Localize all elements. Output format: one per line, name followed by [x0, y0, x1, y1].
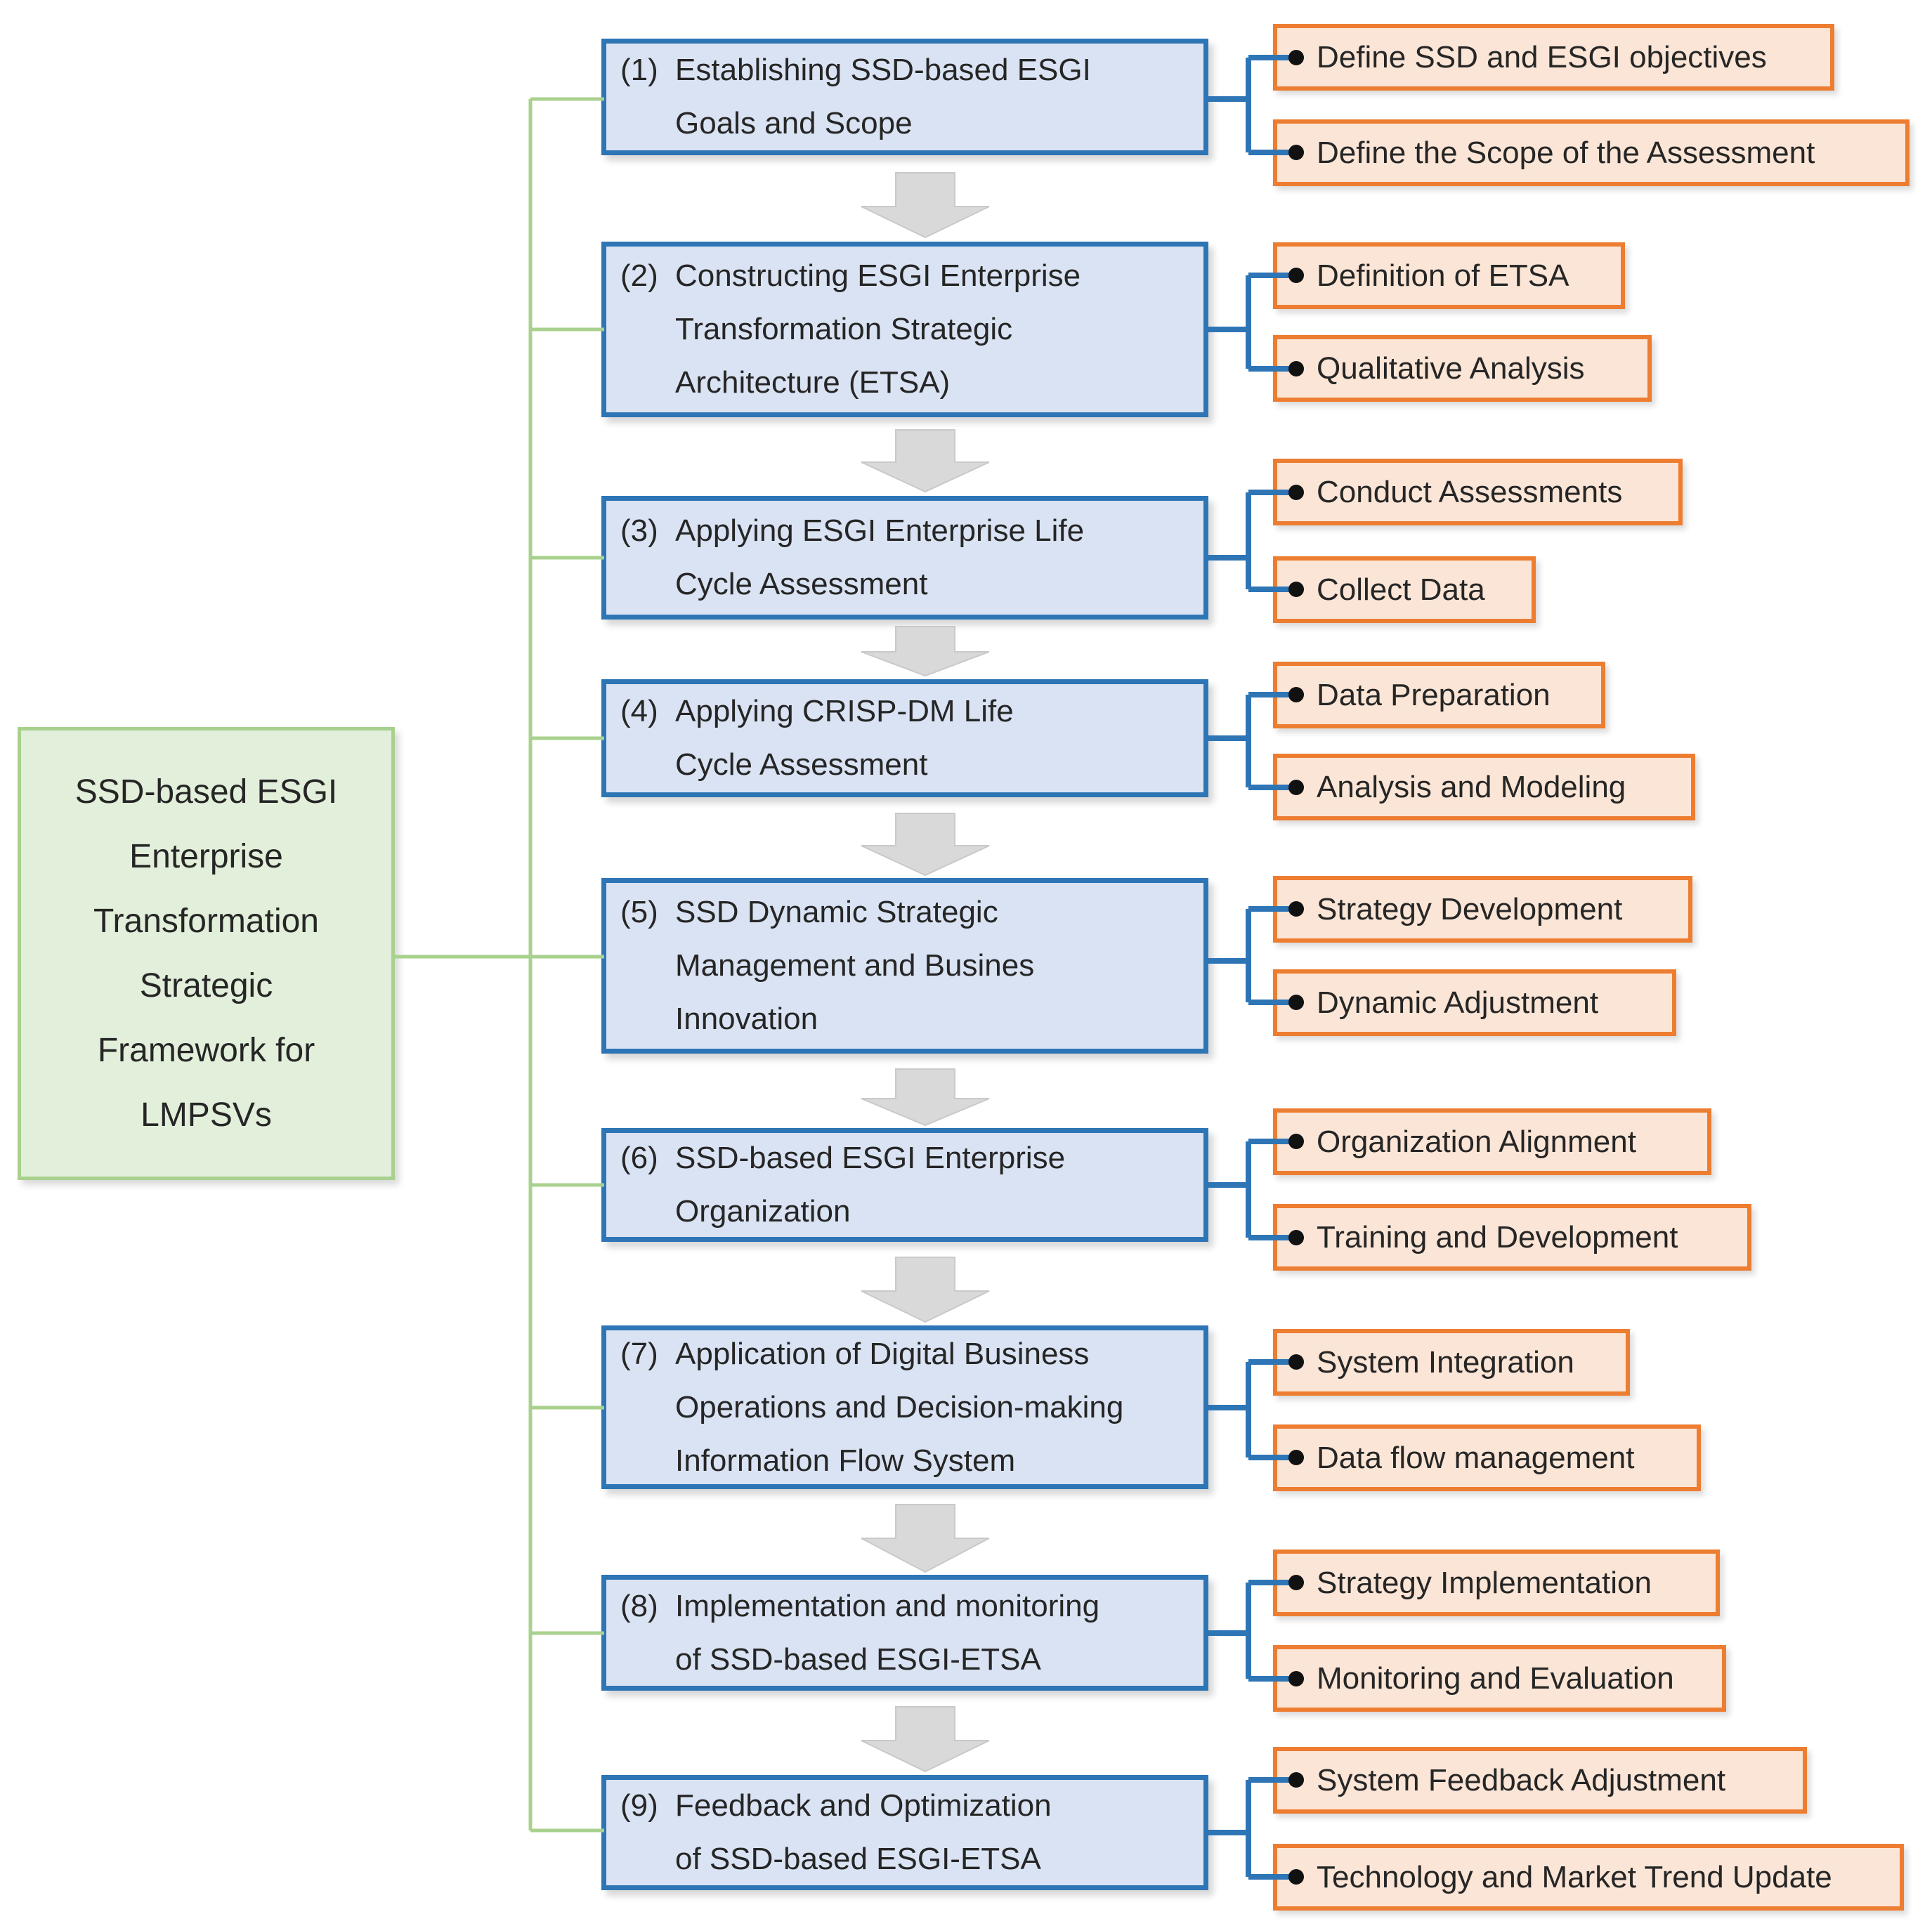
substep-box-4a: Data Preparation — [1273, 662, 1605, 728]
substep-label: Dynamic Adjustment — [1317, 985, 1599, 1020]
substep-box-9b: Technology and Market Trend Update — [1273, 1844, 1904, 1911]
step-box-5: (5) SSD Dynamic Strategic Management and… — [601, 878, 1208, 1054]
root-framework-box: SSD-based ESGI Enterprise Transformation… — [18, 727, 395, 1180]
step-number: (4) — [620, 694, 658, 728]
step-number: (6) — [620, 1141, 658, 1175]
substep-box-7a: System Integration — [1273, 1329, 1630, 1396]
substep-box-1a: Define SSD and ESGI objectives — [1273, 24, 1834, 91]
step-box-2: (2) Constructing ESGI Enterprise Transfo… — [601, 242, 1208, 417]
substep-label: Qualitative Analysis — [1317, 351, 1585, 386]
substep-label: System Feedback Adjustment — [1317, 1762, 1726, 1797]
step-label: Feedback and Optimization of SSD-based E… — [675, 1788, 1052, 1876]
step-label: SSD Dynamic Strategic Management and Bus… — [675, 895, 1035, 1036]
step-box-1: (1) Establishing SSD-based ESGI Goals an… — [601, 39, 1208, 155]
step-number: (2) — [620, 258, 658, 293]
step-number: (9) — [620, 1788, 658, 1823]
substep-box-6b: Training and Development — [1273, 1204, 1751, 1271]
down-arrow-icon — [861, 1068, 990, 1127]
substep-label: Monitoring and Evaluation — [1317, 1660, 1674, 1696]
substep-box-2a: Definition of ETSA — [1273, 242, 1625, 309]
substep-label: Technology and Market Trend Update — [1317, 1859, 1832, 1894]
substep-box-5a: Strategy Development — [1273, 876, 1692, 943]
step-box-3: (3) Applying ESGI Enterprise Life Cycle … — [601, 496, 1208, 620]
step-label: Application of Digital Business Operatio… — [675, 1336, 1124, 1478]
substep-label: Define SSD and ESGI objectives — [1317, 39, 1767, 74]
down-arrow-icon — [861, 1257, 990, 1323]
step-box-8: (8) Implementation and monitoring of SSD… — [601, 1575, 1208, 1691]
substep-label: Conduct Assessments — [1317, 474, 1623, 509]
down-arrow-icon — [861, 813, 990, 877]
step-number: (7) — [620, 1336, 658, 1371]
step-box-9: (9) Feedback and Optimization of SSD-bas… — [601, 1775, 1208, 1890]
step-box-7: (7) Application of Digital Business Oper… — [601, 1325, 1208, 1489]
substep-box-9a: System Feedback Adjustment — [1273, 1747, 1807, 1814]
substep-label: Organization Alignment — [1317, 1124, 1636, 1159]
down-arrow-icon — [861, 172, 990, 239]
step-label: Implementation and monitoring of SSD-bas… — [675, 1588, 1100, 1677]
step-number: (1) — [620, 53, 658, 87]
down-arrow-icon — [861, 1706, 990, 1773]
substep-label: Training and Development — [1317, 1219, 1678, 1254]
step-number: (8) — [620, 1588, 658, 1623]
substep-label: Data flow management — [1317, 1440, 1635, 1475]
step-number: (3) — [620, 513, 658, 548]
green-connector — [395, 97, 604, 1833]
step-box-6: (6) SSD-based ESGI Enterprise Organizati… — [601, 1128, 1208, 1242]
substep-box-1b: Define the Scope of the Assessment — [1273, 119, 1910, 186]
substep-label: System Integration — [1317, 1344, 1574, 1380]
substep-box-6a: Organization Alignment — [1273, 1108, 1711, 1175]
substep-box-8b: Monitoring and Evaluation — [1273, 1645, 1726, 1712]
substep-label: Definition of ETSA — [1317, 258, 1569, 293]
down-arrow-icon — [861, 429, 990, 493]
step-label: Applying CRISP-DM Life Cycle Assessment — [675, 694, 1014, 782]
substep-label: Strategy Development — [1317, 891, 1623, 926]
step-box-4: (4) Applying CRISP-DM Life Cycle Assessm… — [601, 679, 1208, 797]
substep-label: Define the Scope of the Assessment — [1317, 135, 1815, 170]
substep-label: Collect Data — [1317, 572, 1485, 607]
step-label: Applying ESGI Enterprise Life Cycle Asse… — [675, 513, 1085, 601]
substep-box-3a: Conduct Assessments — [1273, 459, 1683, 525]
substep-box-7b: Data flow management — [1273, 1424, 1701, 1491]
down-arrow-icon — [861, 1504, 990, 1573]
substep-label: Data Preparation — [1317, 677, 1551, 712]
step-number: (5) — [620, 895, 658, 929]
substep-box-4b: Analysis and Modeling — [1273, 754, 1695, 820]
step-label: Constructing ESGI Enterprise Transformat… — [675, 258, 1081, 400]
step-label: Establishing SSD-based ESGI Goals and Sc… — [675, 53, 1091, 140]
substep-label: Strategy Implementation — [1317, 1565, 1652, 1600]
substep-box-3b: Collect Data — [1273, 556, 1536, 623]
substep-label: Analysis and Modeling — [1317, 769, 1626, 804]
down-arrow-icon — [861, 626, 990, 677]
step-label: SSD-based ESGI Enterprise Organization — [675, 1141, 1066, 1229]
substep-box-2b: Qualitative Analysis — [1273, 335, 1652, 402]
substep-box-5b: Dynamic Adjustment — [1273, 969, 1676, 1036]
substep-box-8a: Strategy Implementation — [1273, 1550, 1720, 1616]
